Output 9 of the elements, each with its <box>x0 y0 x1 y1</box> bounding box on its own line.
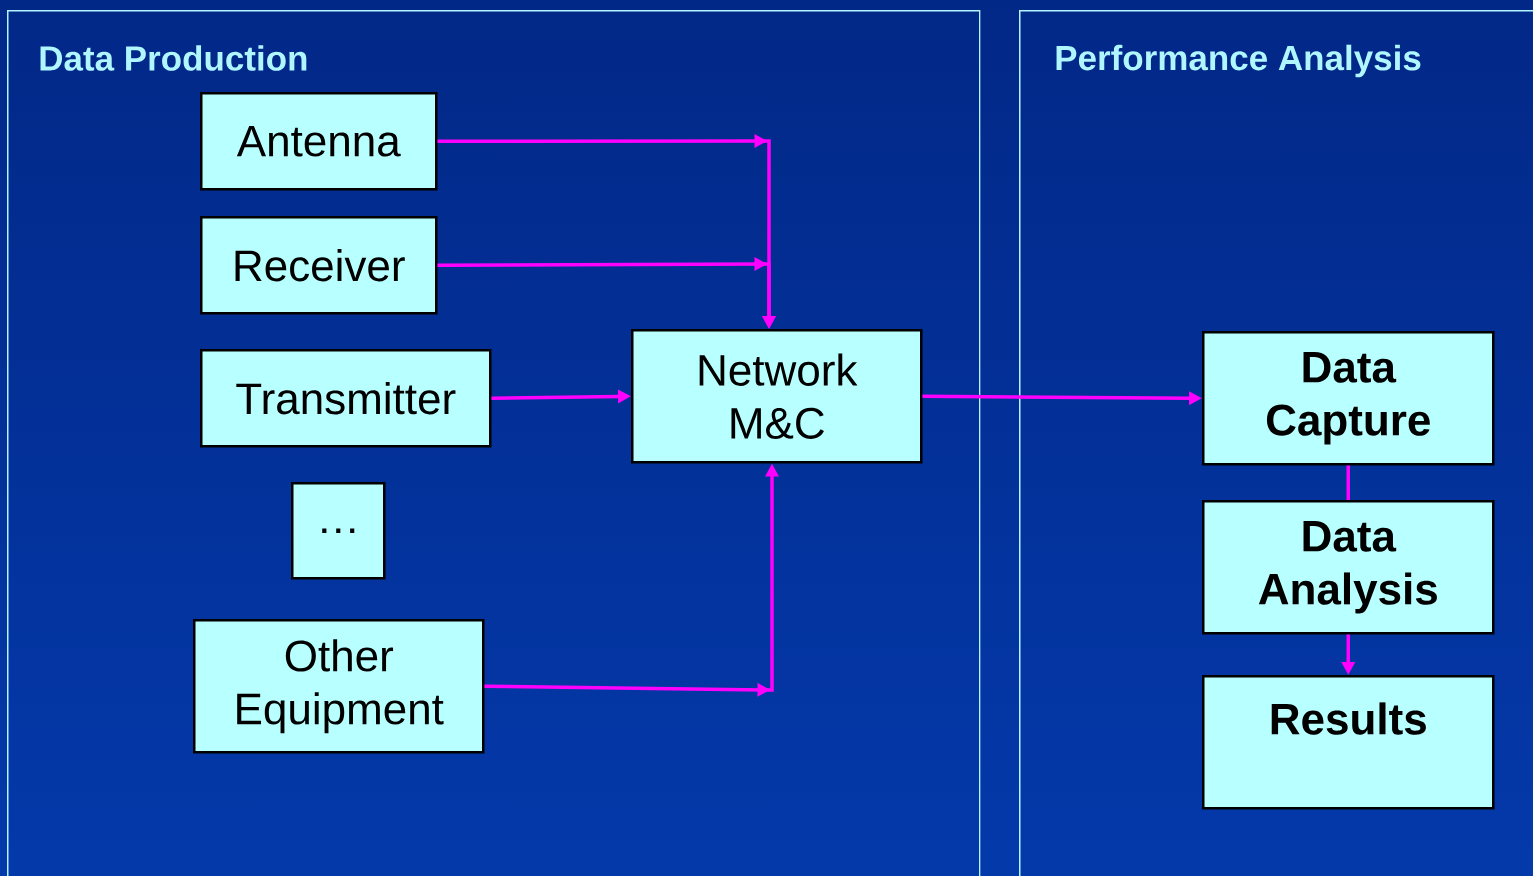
box: Antenna <box>200 92 438 191</box>
box: Transmitter <box>200 349 492 448</box>
box: … <box>291 482 386 580</box>
box: Receiver <box>200 216 438 315</box>
box: Other Equipment <box>193 619 485 754</box>
box: Results <box>1202 675 1495 810</box>
box: Network M&C <box>631 329 923 464</box>
box: Data Capture <box>1202 331 1495 466</box>
box: Data Analysis <box>1202 500 1495 635</box>
